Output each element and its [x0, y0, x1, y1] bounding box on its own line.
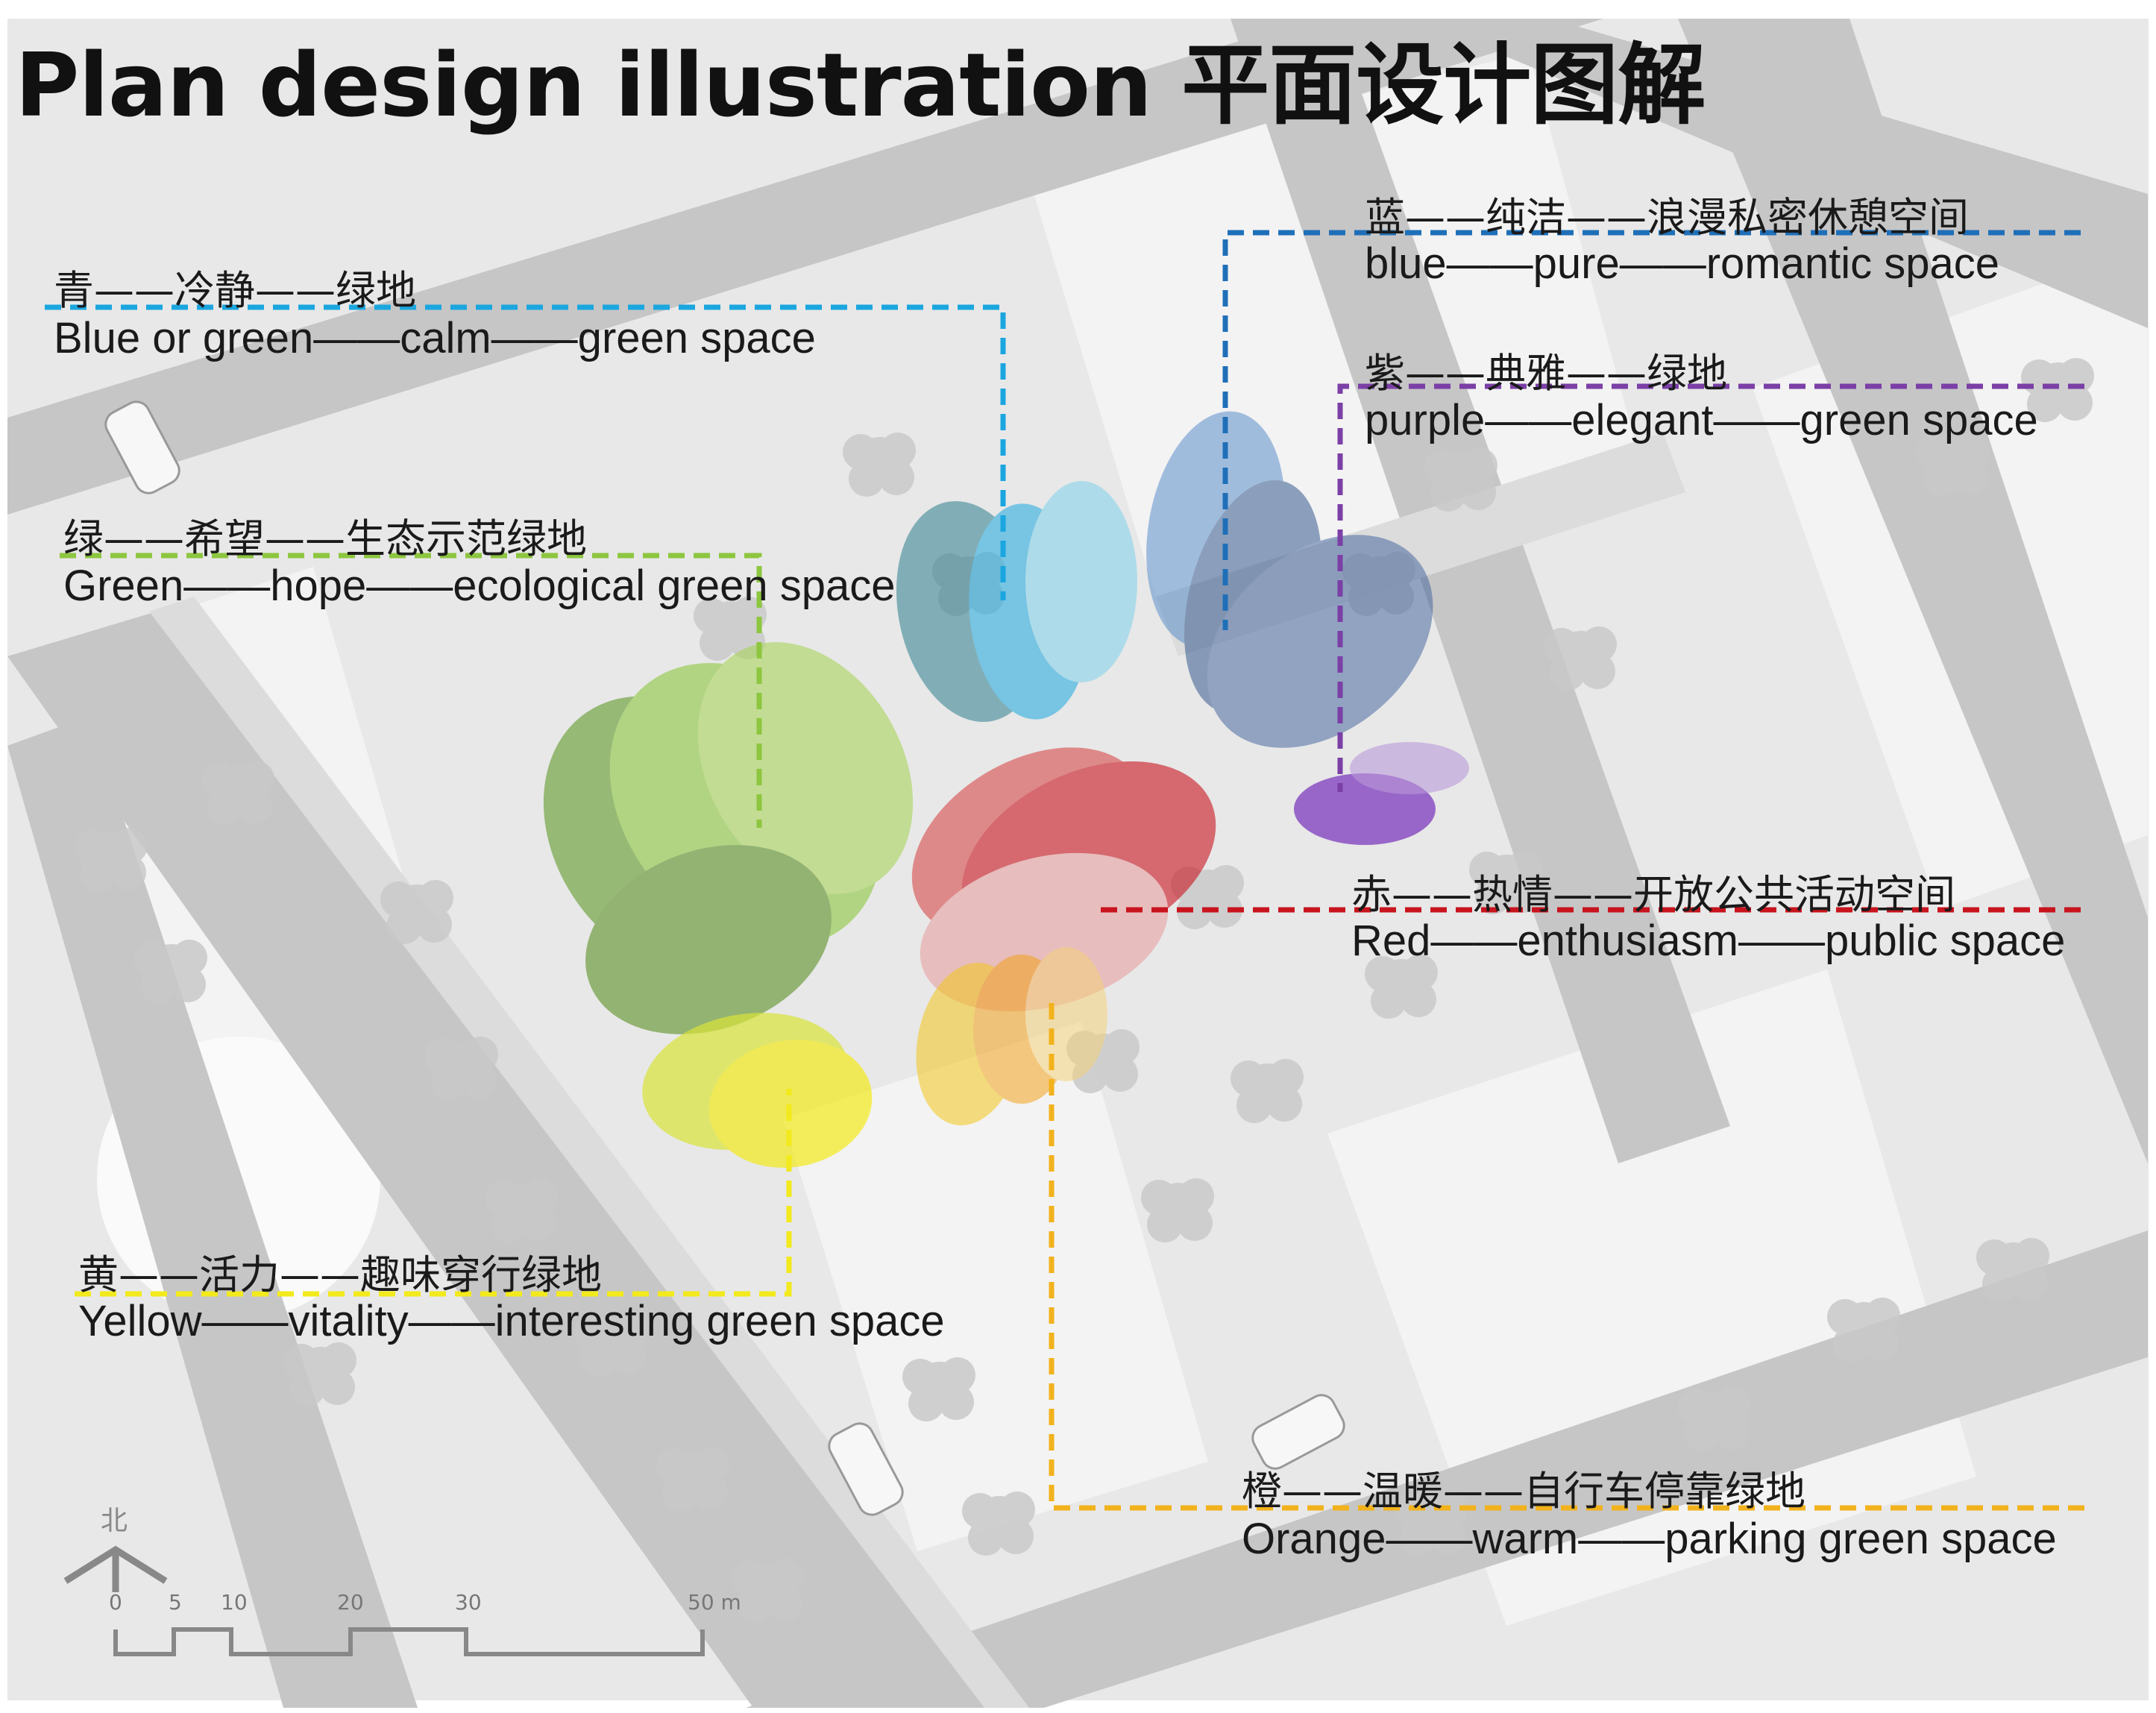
- zone-cyan: [896, 481, 1137, 723]
- label-blue-en: blue——pure——romantic space: [1365, 239, 2000, 288]
- label-orange-cn: 橙——温暖——自行车停靠绿地: [1242, 1468, 1805, 1515]
- label-red-cn: 赤——热情——开放公共活动空间: [1351, 871, 1955, 918]
- label-green-en: Green——hope——ecological green space: [63, 562, 896, 610]
- page-title: Plan design illustration 平面设计图解: [15, 34, 1706, 136]
- leader-cyan: [45, 304, 1006, 600]
- label-blue-cn: 蓝——纯洁——浪漫私密休憩空间: [1365, 194, 1969, 241]
- leader-blue: [1222, 230, 2081, 630]
- leader-green: [60, 553, 762, 828]
- label-purple-cn: 紫——典雅——绿地: [1365, 350, 1727, 397]
- zone-orange: [916, 947, 1107, 1126]
- leader-purple: [1337, 383, 2084, 792]
- scale-bar: [113, 1627, 705, 1656]
- leader-lines: [45, 230, 2084, 1511]
- scale-tick: 0: [109, 1590, 122, 1615]
- leader-yellow: [75, 1089, 792, 1297]
- label-red-en: Red——enthusiasm——public space: [1351, 917, 2066, 965]
- scale-tick: 30: [455, 1590, 482, 1615]
- scale-tick: 20: [337, 1590, 364, 1615]
- label-cyan-en: Blue or green——calm——green space: [54, 314, 816, 362]
- label-purple-en: purple——elegant——green space: [1365, 396, 2038, 444]
- cars: [104, 400, 1345, 1516]
- north-arrow: [63, 1545, 168, 1592]
- zone-yellow: [642, 1013, 873, 1168]
- zone-blue: [1146, 411, 1433, 748]
- roads: [7, 19, 2148, 1708]
- north-label: 北: [101, 1506, 128, 1536]
- leader-orange: [1049, 999, 2084, 1511]
- zone-green: [543, 642, 914, 1034]
- scale-tick: 5: [169, 1590, 182, 1615]
- label-yellow-en: Yellow——vitality——interesting green spac…: [78, 1297, 945, 1345]
- zone-purple: [1294, 742, 1469, 845]
- label-yellow-cn: 黄——活力——趣味穿行绿地: [78, 1251, 602, 1298]
- label-cyan-cn: 青——冷静——绿地: [54, 267, 416, 314]
- color-zones: [543, 411, 1469, 1168]
- zone-red: [911, 747, 1216, 1012]
- label-orange-en: Orange——warm——parking green space: [1242, 1515, 2057, 1563]
- scale-tick: 50 m: [688, 1590, 741, 1615]
- scale-tick: 10: [221, 1590, 248, 1615]
- label-green-cn: 绿——希望——生态示范绿地: [63, 515, 587, 562]
